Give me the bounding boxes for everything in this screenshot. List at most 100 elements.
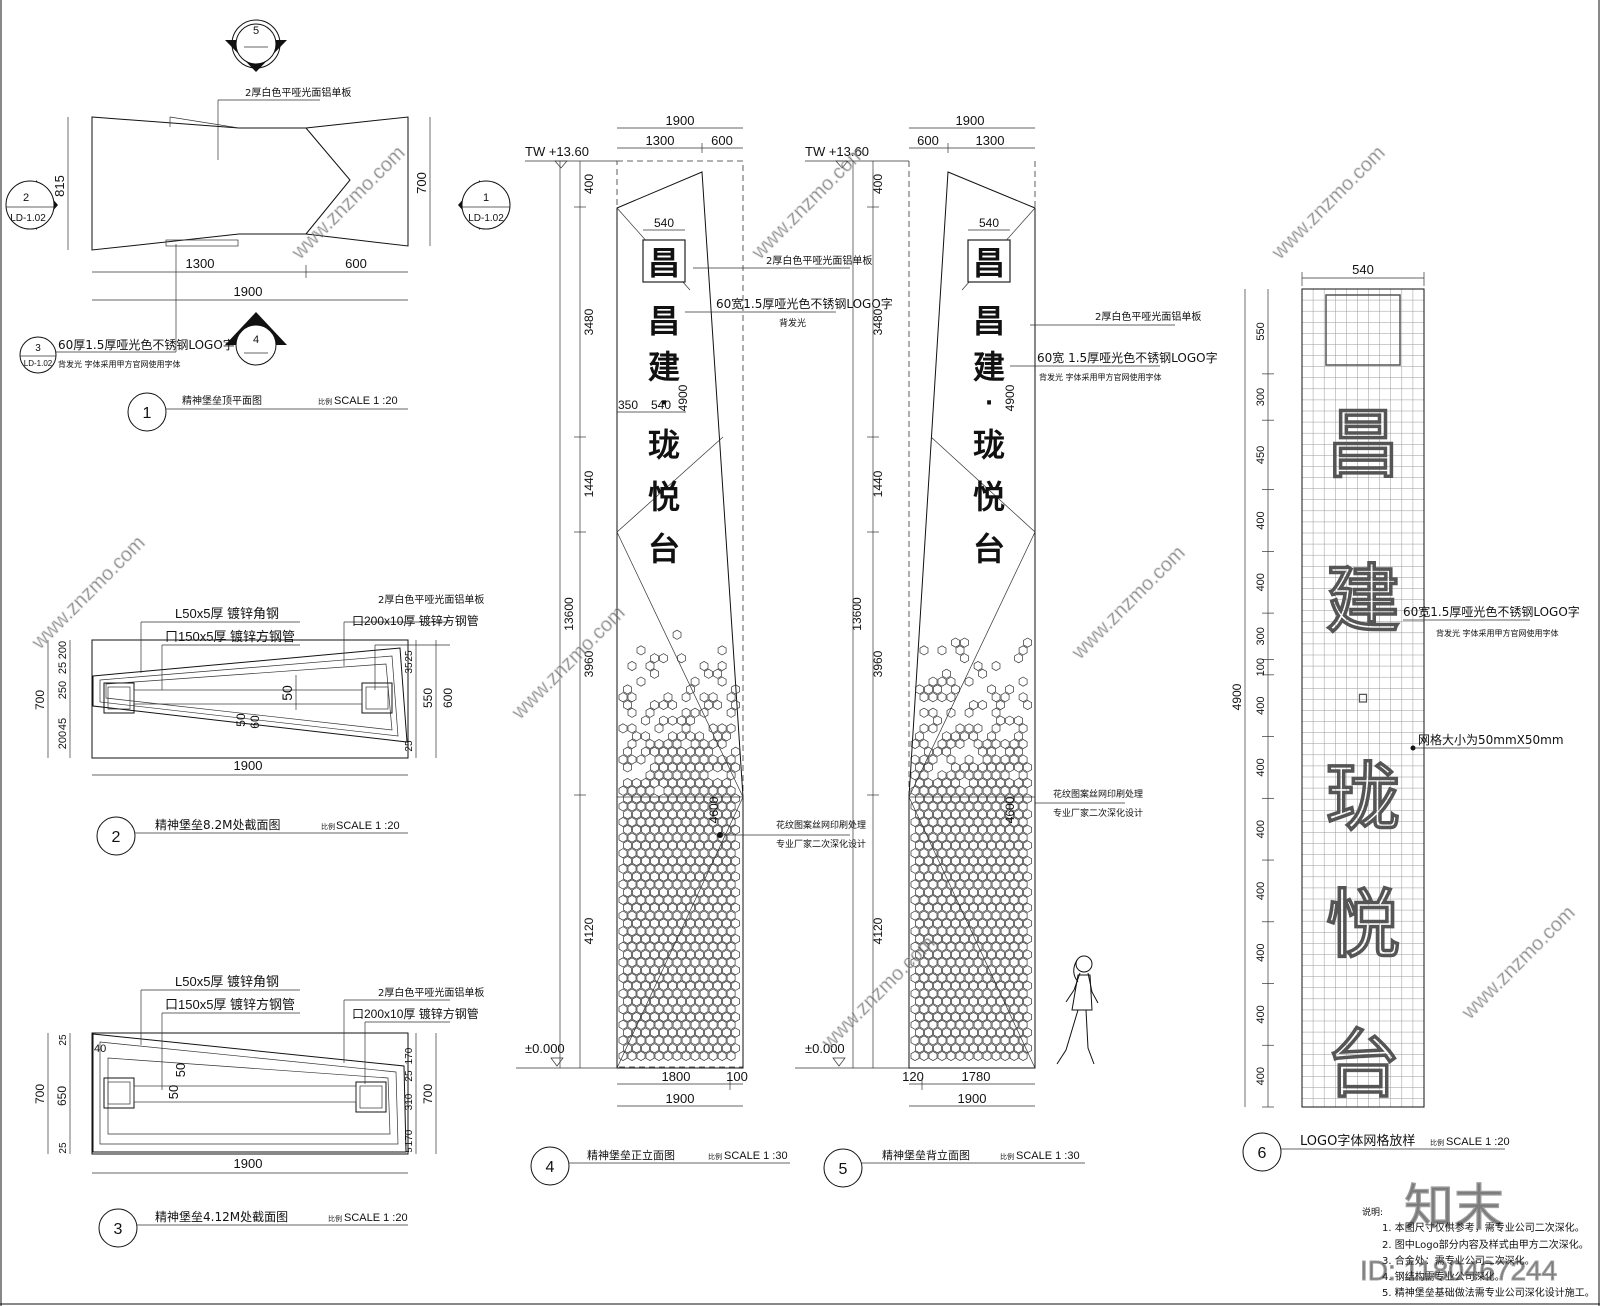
hex-hole: [969, 918, 978, 929]
hex-hole: [969, 840, 978, 851]
hex-hole: [1005, 809, 1014, 820]
hex-hole: [659, 1043, 668, 1054]
hex-hole: [960, 793, 969, 804]
hex-hole: [713, 855, 722, 867]
hex-hole: [987, 684, 996, 695]
hex-hole: [969, 824, 978, 835]
hex-hole: [942, 887, 951, 898]
hex-hole: [955, 972, 965, 984]
hex-hole: [982, 941, 992, 952]
hex-hole: [654, 754, 664, 765]
hex-hole: [960, 1027, 969, 1038]
hex-hole: [681, 926, 691, 937]
hex-hole: [1018, 738, 1028, 750]
hex-hole: [915, 777, 924, 789]
hex-hole: [946, 988, 956, 999]
hex-hole: [668, 809, 677, 820]
hex-hole: [964, 910, 974, 921]
hex-hole: [704, 793, 713, 804]
hex-hole: [951, 887, 960, 898]
logo6-dim-segment: 400: [1255, 820, 1267, 838]
hex-hole: [987, 809, 996, 820]
elev5-char-dot: ·: [985, 391, 993, 416]
hex-hole: [987, 1027, 996, 1038]
hex-hole: [964, 707, 974, 718]
notes-item-1: 1. 本图尺寸仅供参考，需专业公司二次深化。: [1382, 1221, 1585, 1234]
hex-hole: [1005, 965, 1014, 976]
hex-hole: [910, 941, 920, 952]
hex-hole: [641, 933, 650, 945]
hex-hole: [704, 965, 713, 976]
hex-hole: [704, 809, 713, 820]
section3-dim-inner-c: 50: [166, 1085, 181, 1099]
elev4-dim-bottom-total: 1900: [666, 1091, 695, 1106]
hex-hole: [987, 965, 996, 976]
hex-hole: [933, 949, 942, 960]
hex-hole: [942, 980, 951, 991]
hex-hole: [708, 1019, 718, 1030]
hex-hole: [672, 770, 682, 781]
hex-hole: [1018, 957, 1028, 968]
hex-hole: [1005, 855, 1014, 867]
hex-hole: [731, 933, 740, 945]
hex-hole: [717, 754, 727, 765]
hex-hole: [713, 809, 722, 820]
hex-hole: [1014, 793, 1023, 804]
hex-hole: [969, 731, 978, 742]
hex-hole: [690, 754, 700, 765]
hex-hole: [686, 996, 695, 1007]
hex-hole: [928, 894, 938, 906]
hex-hole: [969, 1043, 978, 1054]
hex-hole: [915, 949, 924, 960]
hex-hole: [699, 879, 709, 890]
hex-hole: [1018, 879, 1028, 890]
hex-hole: [1000, 738, 1010, 750]
hex-hole: [910, 832, 920, 843]
hex-hole: [623, 777, 632, 789]
hex-hole: [960, 1043, 969, 1054]
hex-hole: [982, 910, 992, 921]
hex-hole: [695, 840, 704, 851]
hex-hole: [686, 887, 695, 898]
hex-hole: [1018, 926, 1028, 937]
hex-hole: [668, 1027, 677, 1038]
view-3-scale: SCALE 1 :20: [344, 1212, 408, 1224]
detail-mark-ref: LD-1.02: [24, 359, 53, 368]
hex-hole: [960, 949, 969, 960]
hex-hole: [713, 949, 722, 960]
hex-hole: [942, 1027, 951, 1038]
plan-dim-1900: 1900: [234, 284, 263, 299]
hex-hole: [699, 910, 709, 921]
hex-hole: [722, 918, 731, 929]
hex-hole: [982, 988, 992, 999]
hex-hole: [969, 699, 978, 711]
hex-hole: [991, 894, 1001, 906]
hex-hole: [955, 1004, 965, 1015]
hex-hole: [695, 809, 704, 820]
hex-hole: [677, 933, 686, 945]
hex-hole: [618, 801, 628, 812]
hex-hole: [731, 949, 740, 960]
hex-hole: [955, 723, 965, 734]
hex-hole: [623, 699, 632, 711]
hex-hole: [681, 879, 691, 890]
hex-hole: [978, 980, 987, 991]
hex-hole: [987, 887, 996, 898]
hex-hole: [960, 887, 969, 898]
section3-dim-r5: 170: [404, 1129, 415, 1146]
hex-hole: [928, 707, 938, 718]
hex-hole: [708, 957, 718, 968]
hex-hole: [668, 965, 677, 976]
hex-hole: [1005, 949, 1014, 960]
hex-hole: [659, 653, 668, 664]
hex-hole: [627, 1050, 637, 1062]
hex-hole: [964, 863, 974, 874]
hex-hole: [645, 926, 655, 937]
notes-item-3: 3. 合金处：需专业公司二次深化。: [1382, 1254, 1535, 1267]
elev4-dim-top-b: 600: [711, 133, 733, 148]
hex-hole: [690, 879, 700, 890]
hex-hole: [928, 988, 938, 999]
hex-hole: [645, 1035, 655, 1046]
hex-hole: [717, 879, 727, 890]
hex-hole: [996, 715, 1005, 726]
